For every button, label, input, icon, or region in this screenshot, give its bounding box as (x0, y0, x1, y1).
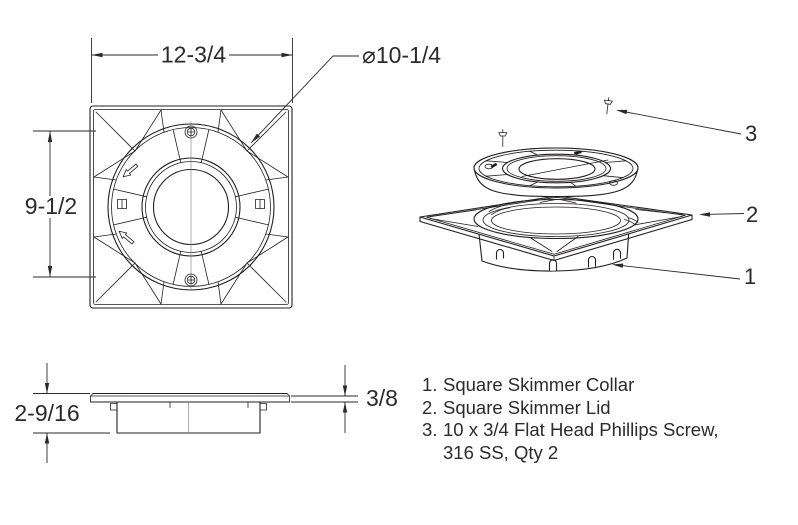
collar-opening-inner (491, 206, 621, 235)
callout-1: 1 (612, 263, 756, 289)
dim-width-label: 12-3/4 (161, 42, 226, 68)
dimension-depth: 2-9/16 (14, 363, 110, 463)
dimension-diameter: ⌀10-1/4 (250, 42, 441, 144)
part-name-continued: 316 SS, Qty 2 (443, 441, 559, 463)
side-view-plate (89, 392, 291, 403)
collar-inner-square (93, 109, 289, 305)
dim-thickness-label: 3/8 (366, 385, 398, 411)
parts-list-item: 3. 10 x 3/4 Flat Head Phillips Screw, (422, 419, 719, 442)
callout-2-label: 2 (746, 202, 758, 227)
lid-arrow-marking (574, 150, 582, 155)
lock-tabs (117, 199, 265, 209)
side-view: 2-9/16 3/8 (14, 363, 398, 463)
lock-arrow-marking (122, 163, 139, 178)
collar-skirt (478, 228, 630, 272)
dimension-height: 9-1/2 (25, 130, 96, 278)
plate-web-lines (429, 199, 683, 252)
callout-1-label: 1 (744, 264, 756, 289)
phillips-screw-icon-bottom (184, 273, 198, 287)
skirt-notch (587, 255, 597, 268)
part-name: Square Skimmer Collar (443, 374, 635, 395)
parts-list: 1. Square Skimmer Collar 2. Square Skimm… (422, 374, 719, 464)
skirt-notch (548, 259, 558, 271)
collar-opening-outer (473, 198, 639, 240)
dim-depth-label: 2-9/16 (14, 400, 79, 426)
lid-screw-lug (609, 180, 618, 186)
part-number: 3. (422, 419, 438, 441)
skirt-notch (612, 248, 622, 260)
flat-head-screw-left (498, 129, 508, 147)
phillips-screw-icon-top (184, 125, 198, 139)
collar-opening-seat (482, 203, 630, 237)
bayonet-slots (488, 204, 639, 226)
dimension-thickness: 3/8 (291, 365, 398, 433)
callout-3: 3 (616, 109, 757, 146)
dimension-width: 12-3/4 (91, 38, 293, 103)
dim-height-label: 9-1/2 (25, 193, 77, 219)
side-view-body (110, 401, 267, 434)
callout-3-label: 3 (745, 121, 757, 146)
lid-spokes (113, 129, 269, 285)
part-number: 2. (422, 396, 438, 418)
part-name: Square Skimmer Lid (443, 396, 611, 418)
skimmer-lid-isometric (473, 147, 639, 198)
parts-list-item: 2. Square Skimmer Lid (422, 397, 719, 420)
lid-arrow-marking (490, 162, 498, 169)
exploded-view: 3 2 1 (419, 97, 758, 289)
dim-diameter-label: ⌀10-1/4 (362, 42, 441, 68)
collar-outer-square (89, 105, 293, 309)
collar-plate (419, 195, 693, 262)
flat-head-screw-right (604, 97, 613, 115)
part-number: 1. (422, 374, 438, 395)
part-name: 10 x 3/4 Flat Head Phillips Screw, (443, 419, 719, 441)
skirt-notch (495, 248, 505, 260)
top-view: 12-3/4 9-1/2 ⌀10-1/4 (25, 38, 441, 309)
parts-list-item: 1. Square Skimmer Collar (422, 374, 719, 397)
open-arrow-marking (118, 230, 135, 245)
callout-2: 2 (699, 202, 758, 227)
